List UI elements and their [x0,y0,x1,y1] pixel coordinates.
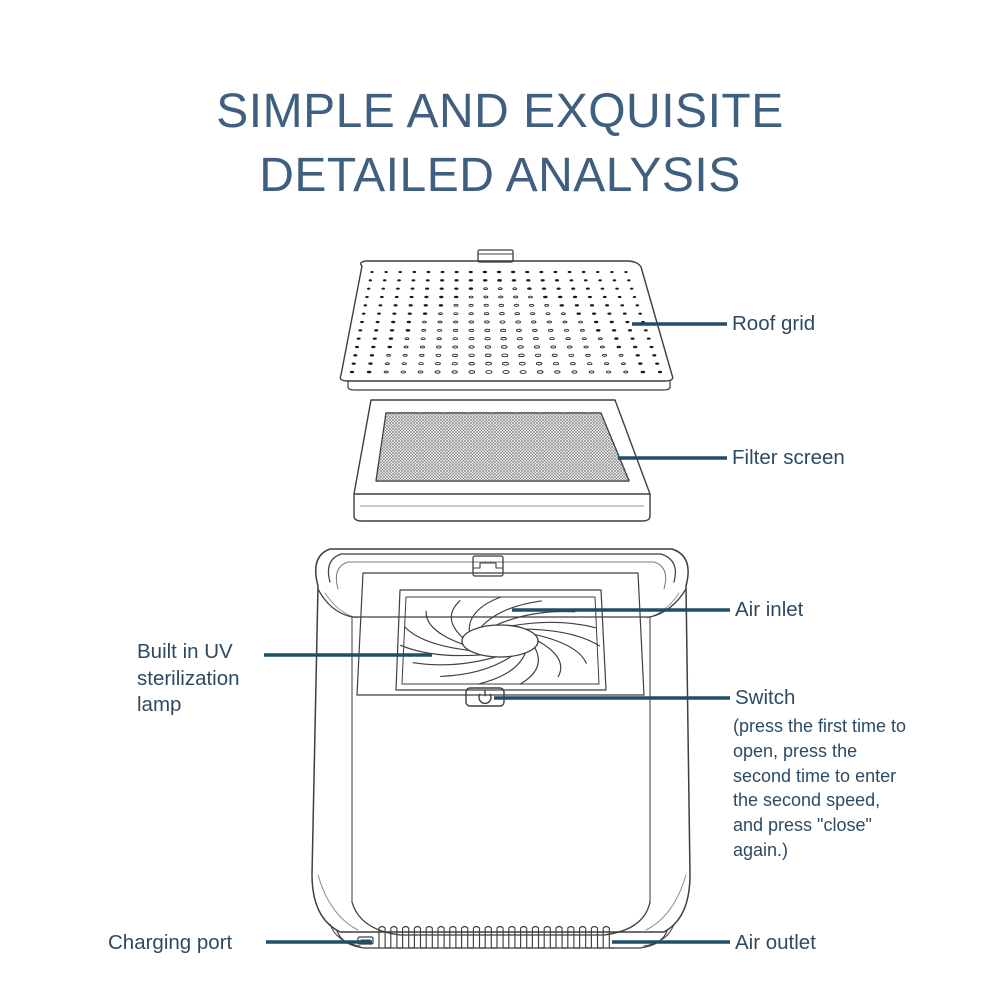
page-title: SIMPLE AND EXQUISITE DETAILED ANALYSIS [0,88,1000,200]
power-icon [478,689,492,705]
roof-grid-panel [339,249,674,391]
callout-label-charging-port: Charging port [108,931,233,954]
body-top-notch [472,555,504,577]
bottom-vent-slots [376,925,618,949]
callout-label-switch: Switch [735,686,796,709]
page-title-line-1: SIMPLE AND EXQUISITE [216,85,784,138]
callout-label-uv-lamp: Built in UV sterilization lamp [137,640,240,717]
roof-grid-tab [477,249,514,263]
filter-screen-cartridge [353,399,651,522]
fan-impeller [399,596,600,685]
callout-leader-lines [264,322,730,944]
callout-label-air-outlet: Air outlet [735,931,816,954]
callout-label-filter-screen: Filter screen [732,446,845,469]
callout-label-roof-grid: Roof grid [732,312,816,335]
callout-label-air-inlet: Air inlet [735,598,804,621]
page-title-line-2: DETAILED ANALYSIS [259,149,741,202]
callout-label-switch-description: (press the first time to open, press the… [733,716,907,861]
